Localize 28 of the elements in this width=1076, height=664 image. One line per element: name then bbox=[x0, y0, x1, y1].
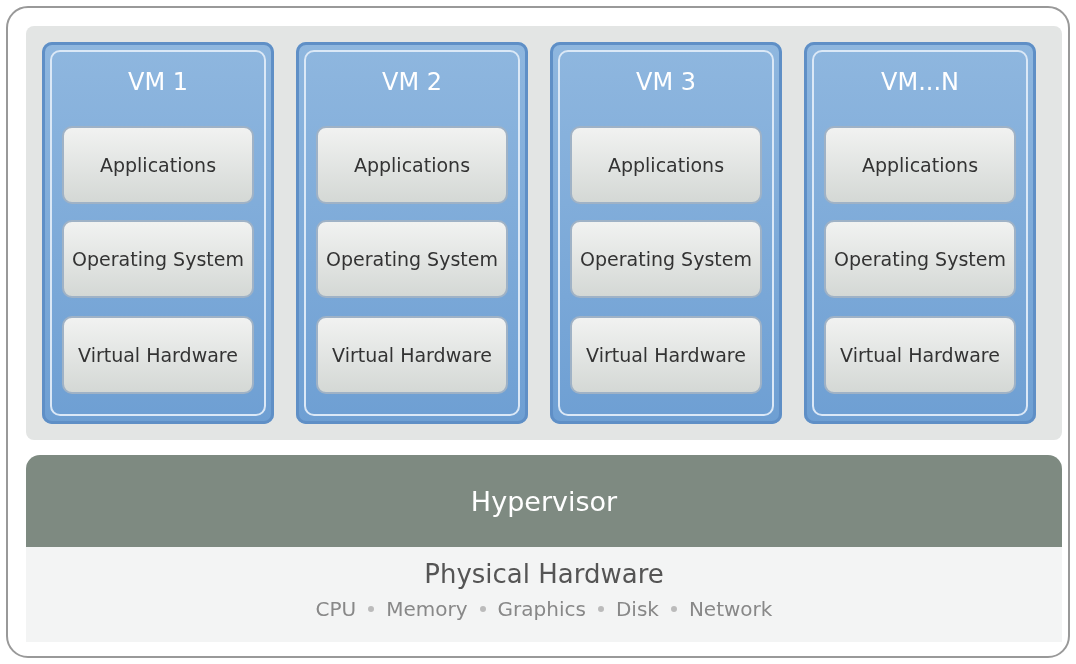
layer-box: Operating System bbox=[570, 220, 762, 298]
layer-box: Virtual Hardware bbox=[62, 316, 254, 394]
component-label: Graphics bbox=[497, 597, 586, 621]
layer-box: Operating System bbox=[824, 220, 1016, 298]
hardware-band bbox=[26, 547, 1062, 642]
layer-box: Applications bbox=[316, 126, 508, 204]
layer-box: Operating System bbox=[316, 220, 508, 298]
layer-box: Applications bbox=[570, 126, 762, 204]
layer-box: Virtual Hardware bbox=[570, 316, 762, 394]
vm-box bbox=[42, 42, 274, 424]
component-label: Memory bbox=[386, 597, 468, 621]
layer-box: Applications bbox=[62, 126, 254, 204]
component-label: Disk bbox=[615, 597, 659, 621]
hypervisor-band: Hypervisor bbox=[26, 455, 1062, 547]
vm-title: VM...N bbox=[880, 68, 960, 96]
vm-title: VM 3 bbox=[635, 68, 697, 96]
vm-box bbox=[804, 42, 1036, 424]
layer-box: Virtual Hardware bbox=[824, 316, 1016, 394]
component-label: CPU bbox=[315, 597, 357, 621]
vm-title: VM 2 bbox=[381, 68, 443, 96]
vm-box bbox=[550, 42, 782, 424]
band-heading: Physical Hardware bbox=[424, 559, 664, 589]
layer-box: Virtual Hardware bbox=[316, 316, 508, 394]
vm-title: VM 1 bbox=[127, 68, 189, 96]
layer-box: Operating System bbox=[62, 220, 254, 298]
component-label: Network bbox=[688, 597, 773, 621]
layer-box: Applications bbox=[824, 126, 1016, 204]
vm-box bbox=[296, 42, 528, 424]
